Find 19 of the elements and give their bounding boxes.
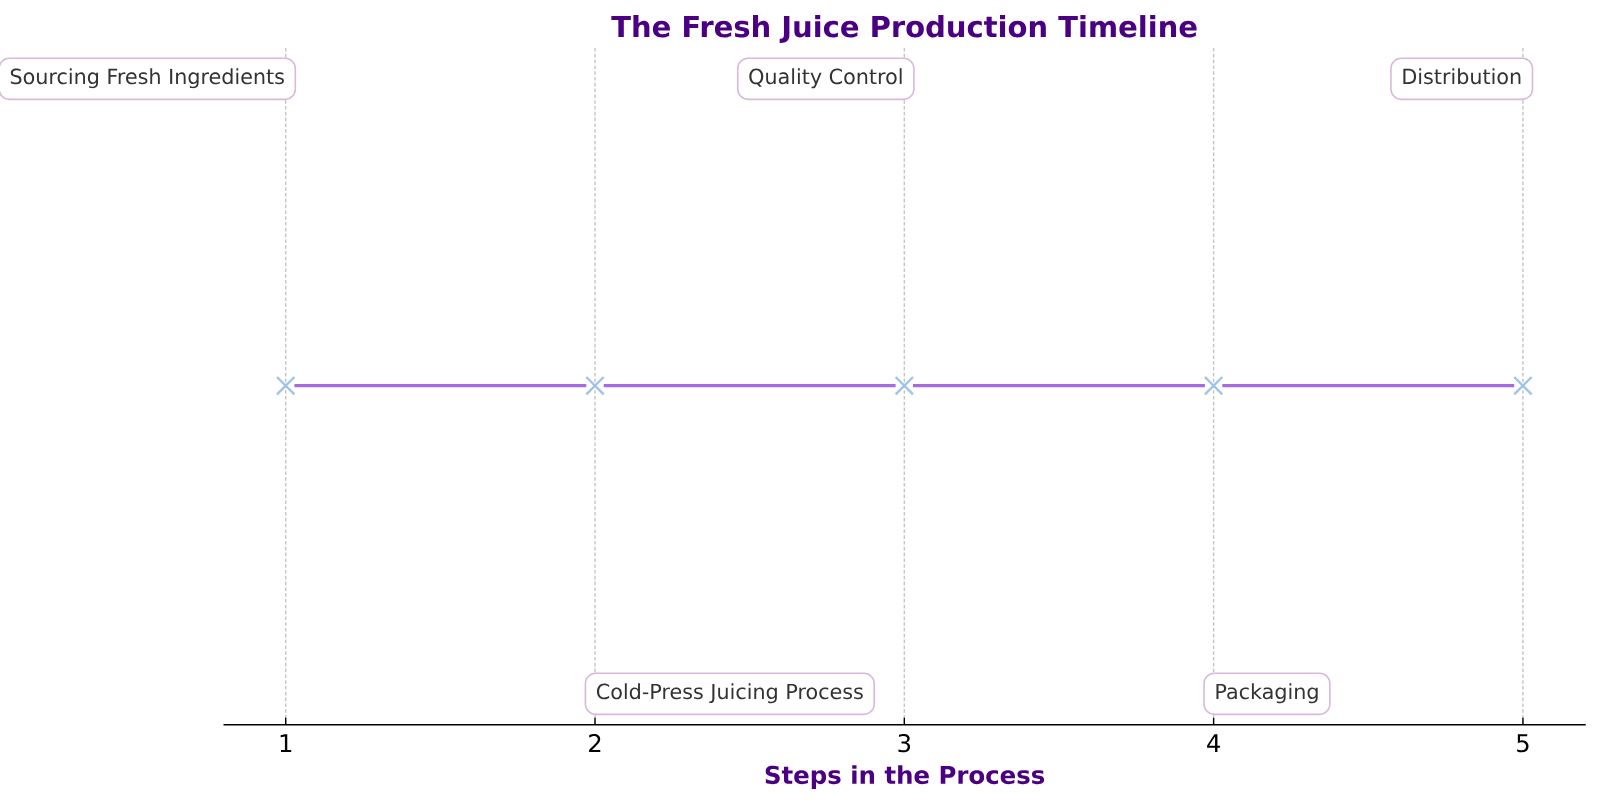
cross-marker [585, 375, 605, 396]
connector-line [913, 384, 1205, 388]
tick-label: 3 [898, 734, 911, 753]
label-box: Packaging [1203, 672, 1331, 716]
chart-title: The Fresh Juice Production Timeline [611, 15, 1197, 43]
cross-marker [1203, 375, 1224, 396]
label-box: Quality Control [736, 57, 915, 101]
connector-line [294, 384, 587, 388]
connector-line [603, 384, 896, 388]
label-box: Distribution [1390, 57, 1534, 101]
label-box: Cold-Press Juicing Process [584, 672, 875, 716]
label-box: Sourcing Fresh Ingredients [0, 57, 297, 101]
cross-marker [894, 375, 915, 396]
cross-marker [275, 375, 296, 396]
tick-label: 1 [280, 734, 292, 752]
tick-label: 5 [1517, 734, 1529, 753]
axis-title: Steps in the Process [765, 765, 1045, 789]
connector-line [1222, 384, 1515, 388]
cross-marker [1513, 375, 1533, 396]
